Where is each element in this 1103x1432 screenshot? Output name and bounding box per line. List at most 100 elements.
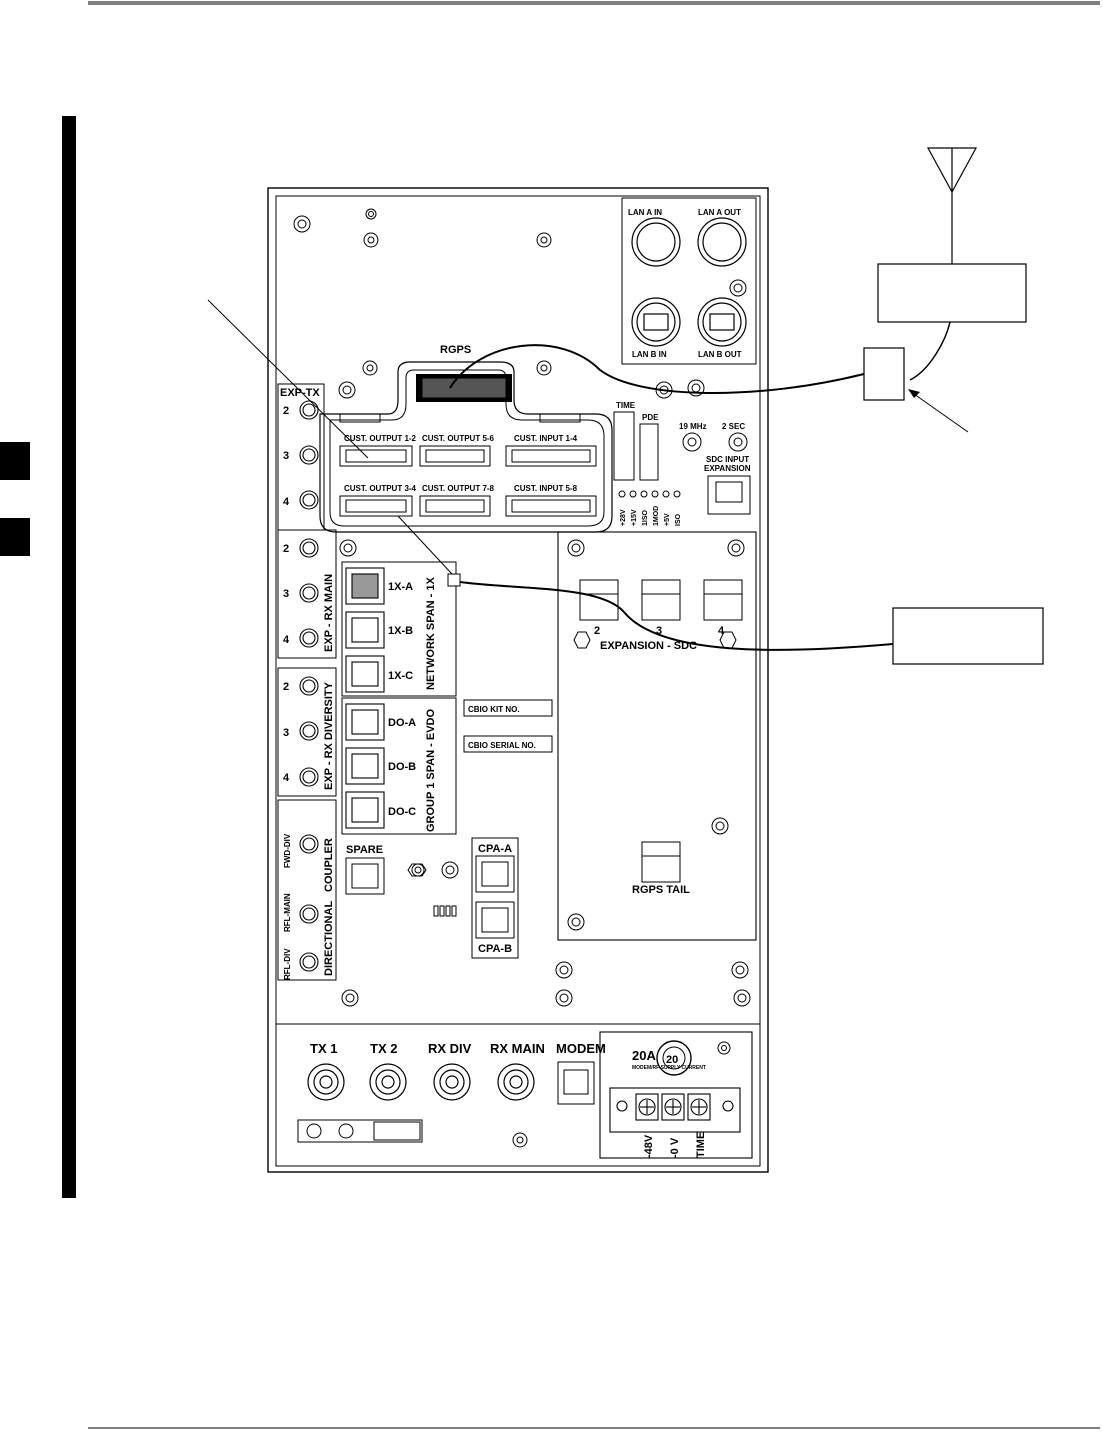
screw-heads — [293, 208, 751, 1148]
modem-jack — [557, 1061, 595, 1105]
span-cable-clip — [447, 573, 461, 587]
span-1x-port-label: 1X-B — [388, 625, 413, 637]
section-tab-2 — [0, 518, 30, 556]
cpa-b-jack — [475, 901, 515, 939]
rgps-tail-connector — [641, 841, 681, 883]
sdc-input-jack-face — [715, 481, 743, 503]
led-label: +15V — [631, 509, 638, 526]
lan-b-in-label: LAN B IN — [632, 350, 667, 359]
span-1x-jacks — [345, 567, 385, 693]
fuse-number: 20 — [666, 1054, 678, 1066]
rfl-main-label: RFL-MAIN — [283, 893, 292, 932]
cbio-kit-label: CBIO KIT NO. — [468, 705, 520, 714]
left-change-bar — [62, 116, 76, 1198]
terminal-time-label: TIME — [695, 1132, 707, 1158]
fuse-rating-label: 20A — [632, 1048, 656, 1063]
terminal-48v-label: -48V — [643, 1134, 655, 1158]
expansion-port-label: 2 — [594, 625, 600, 637]
led-label: +28V — [620, 509, 627, 526]
housing-tab-left — [339, 413, 381, 423]
enclosure-outer — [267, 187, 769, 1173]
terminal-blocks — [339, 445, 597, 517]
mhz-label: 19 MHz — [679, 422, 707, 431]
spare-jack — [345, 857, 385, 895]
expansion-port-label: 3 — [656, 625, 662, 637]
rx-div-port-label: 3 — [283, 727, 289, 739]
splitter-callout — [908, 389, 969, 433]
lan-b-out-label: LAN B OUT — [698, 350, 742, 359]
cpa-block — [471, 837, 519, 959]
cust-output-5-6-label: CUST. OUTPUT 5-6 — [422, 434, 495, 443]
bnc-connectors — [307, 1063, 535, 1101]
evdo-jacks — [345, 703, 385, 829]
rgps-connector-face — [421, 377, 507, 399]
sdc-input-jack — [707, 475, 751, 515]
exp-tx-title: EXP-TX — [280, 387, 320, 399]
power-block — [599, 1031, 753, 1159]
lan-a-out-label: LAN A OUT — [698, 208, 741, 217]
modem-label: MODEM — [556, 1041, 606, 1056]
coupler-title-2: COUPLER — [323, 838, 335, 892]
cbio-kit-box — [463, 699, 553, 717]
cbio-serial-box — [463, 735, 553, 753]
fuse-holder — [656, 1040, 692, 1076]
cpa-a-label: CPA-A — [478, 843, 512, 855]
exp-tx-port-label: 4 — [283, 496, 290, 508]
fwd-div-label: FWD-DIV — [283, 833, 292, 868]
coupler-block — [277, 799, 337, 981]
gps-receiver-box — [877, 263, 1027, 323]
led-label: +5V — [664, 513, 671, 526]
rx-main-block — [277, 529, 337, 659]
led-label: 1ISO — [642, 509, 649, 526]
antenna-cable — [909, 321, 951, 381]
lower-panel — [275, 1023, 761, 1167]
span-1x-port-label: 1X-A — [388, 581, 413, 593]
housing-tab-right — [539, 413, 581, 423]
terminal-strip — [609, 1087, 741, 1133]
exp-tx-port-label: 3 — [283, 450, 289, 462]
span-1x-title: NETWORK SPAN - 1X — [425, 576, 437, 690]
cpa-a-jack-face — [481, 861, 509, 887]
expansion-panel — [557, 531, 757, 941]
rgps-label: RGPS — [440, 344, 471, 356]
exp-tx-port-label: 2 — [283, 405, 289, 417]
cpa-b-label: CPA-B — [478, 943, 512, 955]
sdc-expansion-label: EXPANSION — [704, 464, 751, 473]
sec-label: 2 SEC — [722, 422, 745, 431]
span-cable — [459, 581, 894, 651]
lan-connectors — [631, 217, 747, 347]
evdo-port-label: DO-B — [388, 761, 416, 773]
lan-a-in-label: LAN A IN — [628, 208, 662, 217]
tx2-label: TX 2 — [370, 1041, 397, 1056]
hex-nuts — [407, 631, 737, 877]
rx-div-ports — [299, 676, 319, 787]
cbio-serial-label: CBIO SERIAL NO. — [468, 741, 536, 750]
rx-div-block — [277, 667, 337, 797]
cpa-a-jack — [475, 855, 515, 893]
coupler-title-1: DIRECTIONAL — [323, 901, 335, 976]
dip-switch — [433, 905, 457, 917]
cust-output-3-4-label: CUST. OUTPUT 3-4 — [344, 484, 417, 493]
led-row — [618, 490, 681, 498]
rx-main-port-label: 2 — [283, 543, 289, 555]
spare-label: SPARE — [346, 844, 383, 856]
fuse-holder-inner — [662, 1046, 686, 1070]
rgps-cable — [449, 344, 865, 395]
span-1x-port-label: 1X-C — [388, 670, 413, 682]
span-box — [892, 607, 1044, 665]
cpa-b-jack-face — [481, 907, 509, 933]
callout-line-2 — [397, 515, 453, 575]
time-connector — [613, 411, 635, 481]
pde-connector — [639, 423, 659, 481]
section-tab-1 — [0, 442, 30, 480]
ground-bar — [297, 1119, 423, 1143]
evdo-port-label: DO-C — [388, 806, 416, 818]
rx-main-title: EXP - RX MAIN — [323, 574, 335, 652]
led-label: ISO — [675, 513, 682, 526]
exp-tx-ports — [299, 400, 319, 510]
cust-input-1-4-label: CUST. INPUT 1-4 — [514, 434, 578, 443]
rx-main-ports — [299, 538, 319, 648]
gps-antenna — [926, 147, 978, 264]
expansion-port-label: 4 — [718, 625, 725, 637]
